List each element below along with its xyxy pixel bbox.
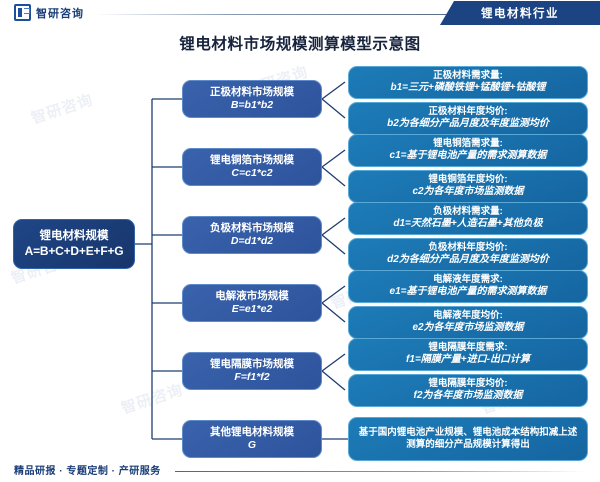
brand-logo: 智研咨询: [14, 4, 84, 21]
detail-title: 负极材料年度均价:: [428, 242, 508, 254]
mid-node-formula: F=f1*f2: [234, 371, 270, 383]
detail-title: 锂电隔膜年度均价:: [428, 378, 508, 390]
detail-formula: f1=隔膜产量+进口-出口计算: [406, 354, 530, 366]
mid-node-label: 电解液市场规模: [215, 289, 289, 302]
detail-title: 锂电隔膜年度需求:: [428, 342, 508, 354]
detail-formula: b2为各细分产品月度及年度监测均价: [387, 118, 549, 130]
detail-title: 负极材料需求量:: [433, 206, 503, 218]
mid-node-cathode[interactable]: 正极材料市场规模 B=b1*b2: [182, 80, 322, 118]
footer-slogan: 精品研报 · 专题定制 · 产研服务: [14, 466, 161, 477]
detail-node-anode-price[interactable]: 负极材料年度均价: d2为各细分产品月度及年度监测均价: [348, 238, 588, 271]
footer-divider: [175, 471, 585, 472]
detail-node-other-method[interactable]: 基于国内锂电池产业规模、锂电池成本结构扣减上述测算的细分产品规模计算得出: [348, 417, 588, 461]
detail-formula: e1=基于锂电池产量的需求测算数据: [389, 286, 547, 298]
mid-node-label: 负极材料市场规模: [210, 221, 294, 234]
page-footer: 精品研报 · 专题定制 · 产研服务: [0, 456, 600, 482]
detail-formula: e2为各年度市场监测数据: [412, 322, 524, 334]
detail-node-separator-price[interactable]: 锂电隔膜年度均价: f2为各年度市场监测数据: [348, 374, 588, 407]
mid-node-formula: G: [247, 439, 257, 451]
mid-node-copper-foil[interactable]: 锂电铜箔市场规模 C=c1*c2: [182, 148, 322, 186]
brand-name: 智研咨询: [36, 7, 84, 20]
detail-title: 基于国内锂电池产业规模、锂电池成本结构扣减上述测算的细分产品规模计算得出: [358, 426, 578, 450]
mid-node-label: 锂电隔膜市场规模: [210, 357, 294, 370]
mid-node-other[interactable]: 其他锂电材料规模 G: [182, 420, 322, 458]
root-formula: A=B+C+D+E+F+G: [24, 243, 124, 258]
mid-node-electrolyte[interactable]: 电解液市场规模 E=e1*e2: [182, 284, 322, 322]
mid-node-separator[interactable]: 锂电隔膜市场规模 F=f1*f2: [182, 352, 322, 390]
mid-node-formula: D=d1*d2: [230, 235, 274, 247]
mid-node-formula: B=b1*b2: [230, 99, 274, 111]
detail-node-cathode-price[interactable]: 正极材料年度均价: b2为各细分产品月度及年度监测均价: [348, 102, 588, 135]
mid-node-formula: C=c1*c2: [231, 167, 273, 179]
detail-node-electrolyte-price[interactable]: 电解液年度均价: e2为各年度市场监测数据: [348, 306, 588, 339]
detail-node-copper-demand[interactable]: 锂电铜箔需求量: c1=基于锂电池产量的需求测算数据: [348, 134, 588, 167]
root-label: 锂电材料规模: [39, 230, 109, 243]
detail-formula: c1=基于锂电池产量的需求测算数据: [389, 150, 547, 162]
page-title: 锂电材料市场规模测算模型示意图: [179, 36, 421, 53]
detail-title: 电解液年度均价:: [433, 310, 503, 322]
detail-formula: b1=三元+磷酸铁锂+锰酸锂+钴酸锂: [390, 82, 546, 94]
detail-formula: d2为各细分产品月度及年度监测均价: [387, 254, 549, 266]
detail-title: 锂电铜箔年度均价:: [428, 174, 508, 186]
detail-node-separator-demand[interactable]: 锂电隔膜年度需求: f1=隔膜产量+进口-出口计算: [348, 338, 588, 371]
detail-formula: f2为各年度市场监测数据: [413, 390, 523, 402]
detail-node-cathode-demand[interactable]: 正极材料需求量: b1=三元+磷酸铁锂+锰酸锂+钴酸锂: [348, 66, 588, 99]
mid-node-label: 其他锂电材料规模: [210, 425, 294, 438]
header-divider: [95, 14, 475, 15]
detail-title: 正极材料需求量:: [433, 70, 503, 82]
mid-node-anode[interactable]: 负极材料市场规模 D=d1*d2: [182, 216, 322, 254]
detail-node-anode-demand[interactable]: 负极材料需求量: d1=天然石墨+人造石墨+其他负极: [348, 202, 588, 235]
mid-node-label: 正极材料市场规模: [210, 85, 294, 98]
detail-node-electrolyte-demand[interactable]: 电解液年度需求: e1=基于锂电池产量的需求测算数据: [348, 270, 588, 303]
detail-title: 锂电铜箔需求量:: [433, 138, 503, 150]
detail-formula: c2为各年度市场监测数据: [412, 186, 524, 198]
root-node[interactable]: 锂电材料规模 A=B+C+D+E+F+G: [13, 219, 135, 269]
detail-node-copper-price[interactable]: 锂电铜箔年度均价: c2为各年度市场监测数据: [348, 170, 588, 203]
mid-node-formula: E=e1*e2: [231, 303, 273, 315]
industry-tag: 锂电材料行业: [440, 1, 600, 25]
detail-title: 电解液年度需求:: [433, 274, 503, 286]
detail-title: 正极材料年度均价:: [428, 106, 508, 118]
detail-formula: d1=天然石墨+人造石墨+其他负极: [393, 218, 543, 230]
mid-node-label: 锂电铜箔市场规模: [210, 153, 294, 166]
connector-lines: [135, 81, 348, 440]
diagram-canvas: 智研咨询 智研咨询 智研咨询 智研咨询 智研咨询 智研咨询 智研咨询: [0, 58, 600, 461]
zhiyan-logo-icon: [14, 4, 31, 21]
page-header: 智研咨询 锂电材料行业: [0, 0, 600, 26]
